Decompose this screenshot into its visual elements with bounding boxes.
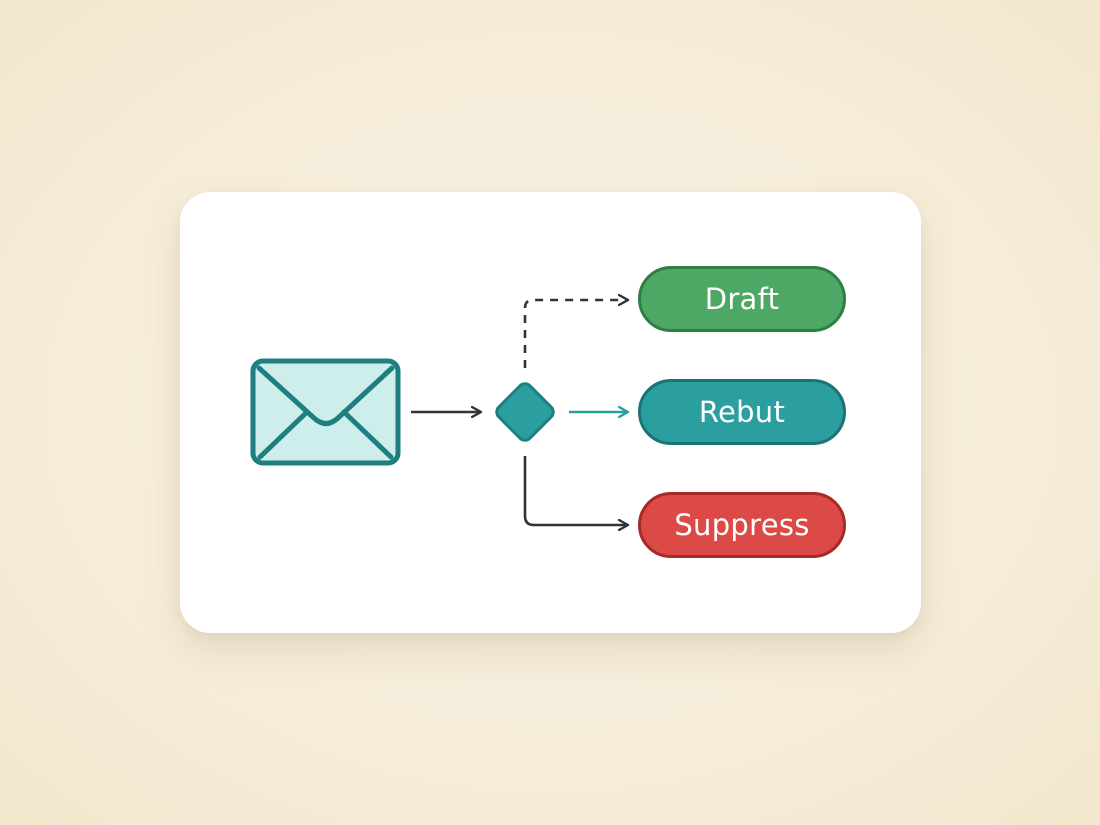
- rebut-label: Rebut: [698, 395, 786, 429]
- flow-diagram: [250, 192, 921, 633]
- suppress-connector-arrow: [523, 456, 628, 525]
- draft-connector-arrow: [523, 300, 628, 368]
- envelope-icon: [250, 358, 401, 466]
- suppress-outcome-pill: Suppress: [638, 492, 846, 558]
- diagram-card: Draft Rebut Suppress: [180, 192, 921, 633]
- draft-label: Draft: [704, 282, 780, 316]
- decision-diamond-icon: [495, 382, 555, 442]
- rebut-outcome-pill: Rebut: [638, 379, 846, 445]
- suppress-label: Suppress: [674, 508, 810, 542]
- draft-outcome-pill: Draft: [638, 266, 846, 332]
